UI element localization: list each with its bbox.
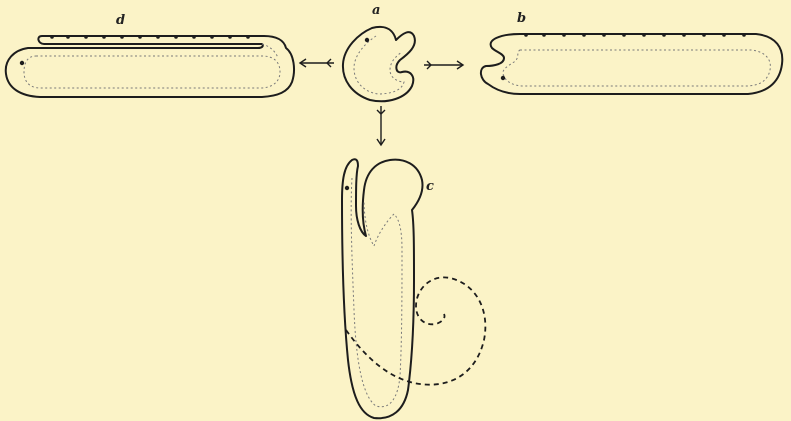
shape-a-dot xyxy=(365,38,369,42)
label-b: b xyxy=(517,11,526,26)
shape-c-inner-line xyxy=(351,178,402,407)
label-c: c xyxy=(426,179,434,194)
arrow-to-d xyxy=(300,59,334,67)
shape-c-outline xyxy=(342,159,423,418)
shape-c-dot xyxy=(345,186,349,190)
shape-a-outline xyxy=(343,27,415,101)
shape-a: a xyxy=(343,3,415,101)
shape-c-spiral xyxy=(346,277,485,384)
shape-b-dots xyxy=(501,33,746,80)
shape-d-inner-fold xyxy=(262,44,278,58)
shape-d-inner-line xyxy=(24,56,280,88)
label-a: a xyxy=(372,3,380,18)
shape-b: b xyxy=(481,11,782,94)
shape-c: c xyxy=(342,159,485,418)
shape-d: d xyxy=(6,13,294,97)
shape-b-outline xyxy=(481,34,782,94)
shape-d-dots xyxy=(20,35,250,65)
arrow-to-b xyxy=(424,61,463,69)
label-d: d xyxy=(116,13,125,28)
arrow-to-c xyxy=(377,106,385,145)
shape-b-inner-line xyxy=(503,50,770,86)
